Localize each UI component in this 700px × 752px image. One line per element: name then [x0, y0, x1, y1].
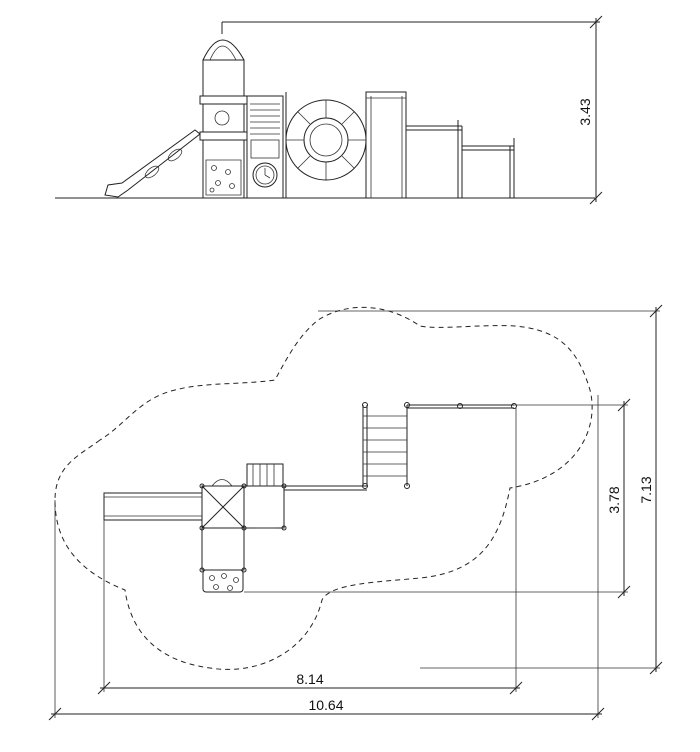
- plan-depth-outer-label: 7.13: [638, 476, 654, 503]
- clock-icon: [252, 162, 278, 188]
- plan-tower-deck: [199, 479, 247, 531]
- elevation-height-label: 3.43: [577, 98, 593, 125]
- plan-horizontal-ladder: [362, 402, 410, 489]
- elevation-slide: [104, 129, 201, 198]
- elevation-tall-panel: [365, 91, 407, 199]
- plan-depth-inner-label: 3.78: [606, 486, 622, 513]
- plan-width-inner-label: 8.14: [296, 671, 323, 687]
- plan-overhead-bars: [407, 403, 517, 409]
- elevation-view: 3.43: [55, 15, 603, 205]
- elevation-tower: [199, 22, 248, 199]
- plan-clock-panel: [246, 463, 284, 487]
- plan-dimensions: 8.14 10.64 3.78 7.13: [48, 304, 663, 721]
- elevation-climbing-bars: [406, 120, 515, 198]
- elevation-height-dimension: 3.43: [222, 15, 603, 205]
- plan-view: 8.14 10.64 3.78 7.13: [48, 304, 663, 721]
- plan-width-outer-label: 10.64: [308, 697, 343, 713]
- plan-lower-deck: [199, 527, 247, 593]
- elevation-clock-panel: [246, 95, 284, 199]
- plan-slide: [103, 492, 203, 521]
- safety-zone-outline: [54, 306, 593, 670]
- plan-connector: [284, 405, 368, 491]
- plan-second-deck: [243, 483, 287, 531]
- elevation-wheel-panel: [285, 92, 367, 198]
